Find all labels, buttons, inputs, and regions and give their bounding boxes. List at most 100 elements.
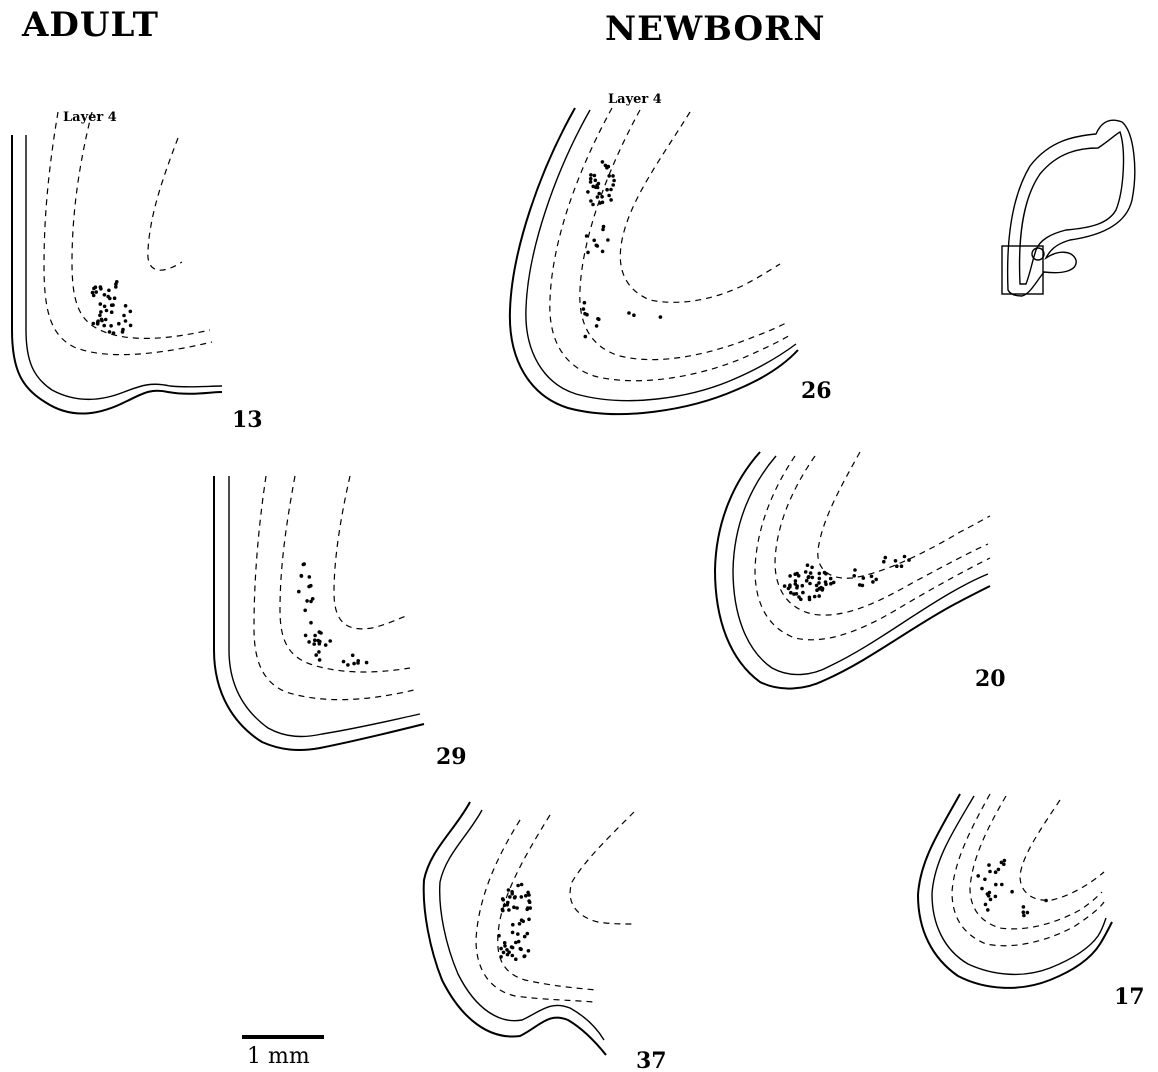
labeled-cell-dot [804, 570, 808, 574]
labeled-cell-dot [507, 888, 511, 892]
labeled-cell-dot [499, 955, 503, 959]
labeled-cell-dot [305, 599, 309, 603]
labeled-cell-dot [988, 891, 992, 895]
labeled-cell-dot [518, 922, 522, 926]
labeled-cell-dot [112, 331, 116, 335]
labeled-cell-dot [98, 314, 102, 318]
labeled-cell-dot [810, 566, 814, 570]
labeled-cell-dot [103, 305, 107, 309]
labeled-cell-dot [346, 663, 350, 667]
labeled-cell-dot [983, 878, 987, 882]
labeled-cell-dot [511, 954, 515, 958]
labeled-cell-dot [583, 312, 587, 316]
labeled-cell-dot [129, 324, 133, 328]
labeled-cell-dot [612, 179, 616, 183]
layer-boundary-3 [148, 138, 182, 270]
labeled-cell-dot [874, 578, 878, 582]
ventricle-outline [1032, 248, 1044, 260]
layer-boundary-3 [818, 452, 990, 578]
labeled-cell-dot [871, 580, 875, 584]
labeled-cell-dot [512, 905, 516, 909]
panel-number: 20 [975, 666, 1006, 692]
labeled-cell-dot [117, 322, 121, 326]
labeled-cell-dot [818, 572, 822, 576]
layer-boundary-3 [620, 112, 780, 302]
labeled-cell-dot [805, 579, 809, 583]
labeled-cell-dot [984, 903, 988, 907]
labeled-cell-dot [92, 294, 96, 298]
labeled-cell-dot [858, 583, 862, 587]
layer-boundary-2 [498, 815, 596, 990]
labeled-cell-dot [787, 587, 791, 591]
labeled-cell-dot [601, 201, 605, 205]
labeled-cell-dot [318, 658, 322, 662]
panel-number: 37 [636, 1048, 667, 1072]
labeled-cell-dot [601, 228, 605, 232]
labeled-cell-dot [596, 317, 600, 321]
panel-number: 17 [1114, 984, 1145, 1010]
labeled-cell-dot [92, 322, 96, 326]
labeled-cells [497, 883, 532, 961]
labeled-cell-dot [799, 598, 803, 602]
labeled-cell-dot [497, 934, 501, 938]
labeled-cell-dot [907, 558, 911, 562]
labeled-cell-dot [297, 590, 301, 594]
layer-4-label-newborn: Layer 4 [608, 92, 662, 107]
labeled-cell-dot [601, 250, 605, 254]
labeled-cell-dot [987, 863, 991, 867]
labeled-cell-dot [312, 642, 316, 646]
pial-surface-outer [424, 802, 606, 1055]
labeled-cell-dot [102, 324, 106, 328]
panel-number: 13 [232, 407, 263, 433]
labeled-cell-dot [1010, 890, 1014, 894]
labeled-cell-dot [99, 285, 103, 289]
pial-surface-inner [932, 796, 1106, 974]
labeled-cell-dot [99, 310, 103, 314]
labeled-cell-dot [303, 609, 307, 613]
pial-surface-outer [12, 135, 222, 414]
layer-boundary-1 [952, 794, 1104, 946]
layer-boundary-3 [570, 812, 634, 924]
labeled-cell-dot [308, 575, 312, 579]
panel-number: 29 [436, 744, 467, 770]
labeled-cell-dot [895, 564, 899, 568]
labeled-cell-dot [501, 897, 505, 901]
labeled-cell-dot [595, 324, 599, 328]
layer-boundary-2 [72, 112, 210, 338]
labeled-cell-dot [808, 582, 812, 586]
layer-boundary-3 [1020, 800, 1104, 900]
labeled-cell-dot [1003, 859, 1007, 863]
labeled-cell-dot [527, 918, 531, 922]
labeled-cell-dot [520, 883, 524, 887]
labeled-cell-dot [894, 559, 898, 563]
labeled-cells [91, 280, 133, 335]
labeled-cell-dot [121, 328, 125, 332]
labeled-cell-dot [300, 574, 304, 578]
labeled-cell-dot [307, 585, 311, 589]
labeled-cell-dot [124, 319, 128, 323]
labeled-cell-dot [591, 185, 595, 189]
labeled-cell-dot [596, 244, 600, 248]
labeled-cell-dot [519, 948, 523, 952]
labeled-cell-dot [108, 297, 112, 301]
labeled-cell-dot [514, 957, 518, 961]
labeled-cell-dot [309, 621, 313, 625]
heading-adult: ADULT [21, 5, 159, 45]
labeled-cell-dot [794, 579, 798, 583]
labeled-cell-dot [510, 892, 514, 896]
labeled-cell-dot [609, 198, 613, 202]
labeled-cell-dot [811, 576, 815, 580]
labeled-cell-dot [108, 330, 112, 334]
labeled-cell-dot [789, 591, 793, 595]
labeled-cell-dot [352, 662, 356, 666]
labeled-cell-dot [317, 650, 321, 654]
labeled-cell-dot [824, 583, 828, 587]
labeled-cell-dot [92, 287, 96, 291]
labeled-cell-dot [526, 891, 530, 895]
labeled-cell-dot [593, 174, 597, 178]
labeled-cell-dot [527, 899, 531, 903]
labeled-cell-dot [589, 177, 593, 181]
labeled-cell-dot [113, 296, 117, 300]
labeled-cell-dot [499, 947, 503, 951]
labeled-cell-dot [601, 160, 605, 164]
